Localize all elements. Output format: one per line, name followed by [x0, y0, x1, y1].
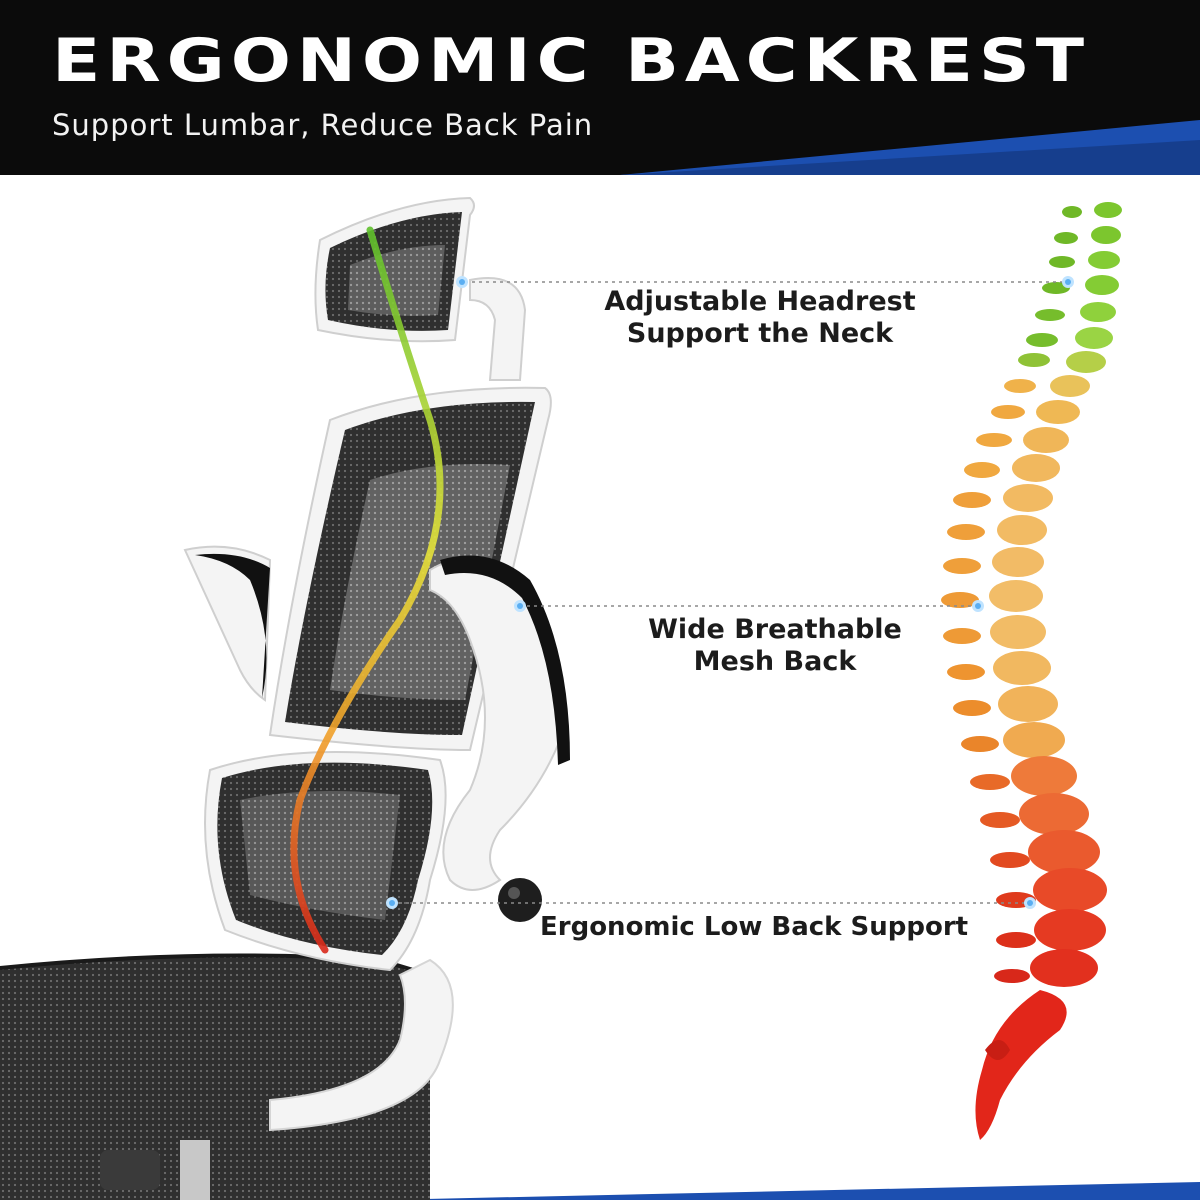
callout-mesh-back: Wide Breathable Mesh Back: [620, 614, 930, 679]
chair-seat: [0, 953, 454, 1200]
header-band: [0, 0, 1200, 175]
bottom-accent-strip: [380, 1182, 1200, 1200]
spinal-curve-line: [290, 226, 444, 954]
chair-left-armrest: [183, 545, 272, 702]
callout-mesh-line1: Wide Breathable: [648, 614, 902, 645]
callout-adjustable-headrest: Adjustable Headrest Support the Neck: [590, 286, 930, 351]
spine-illustration: [941, 202, 1122, 1140]
chair-lumbar-support: [204, 751, 542, 972]
chair-headrest: [314, 196, 527, 381]
page-title: ERGONOMIC BACKREST: [52, 26, 1090, 96]
callout-connectors: [386, 276, 1074, 909]
callout-lowback-line1: Ergonomic Low Back Support: [540, 912, 969, 942]
callout-low-back-support: Ergonomic Low Back Support: [540, 912, 1000, 943]
callout-headrest-line1: Adjustable Headrest: [604, 286, 916, 317]
chair-right-armrest: [429, 555, 570, 891]
callout-mesh-line2: Mesh Back: [693, 646, 857, 678]
callout-headrest-line2: Support the Neck: [626, 318, 894, 350]
page-subtitle: Support Lumbar, Reduce Back Pain: [52, 108, 594, 142]
